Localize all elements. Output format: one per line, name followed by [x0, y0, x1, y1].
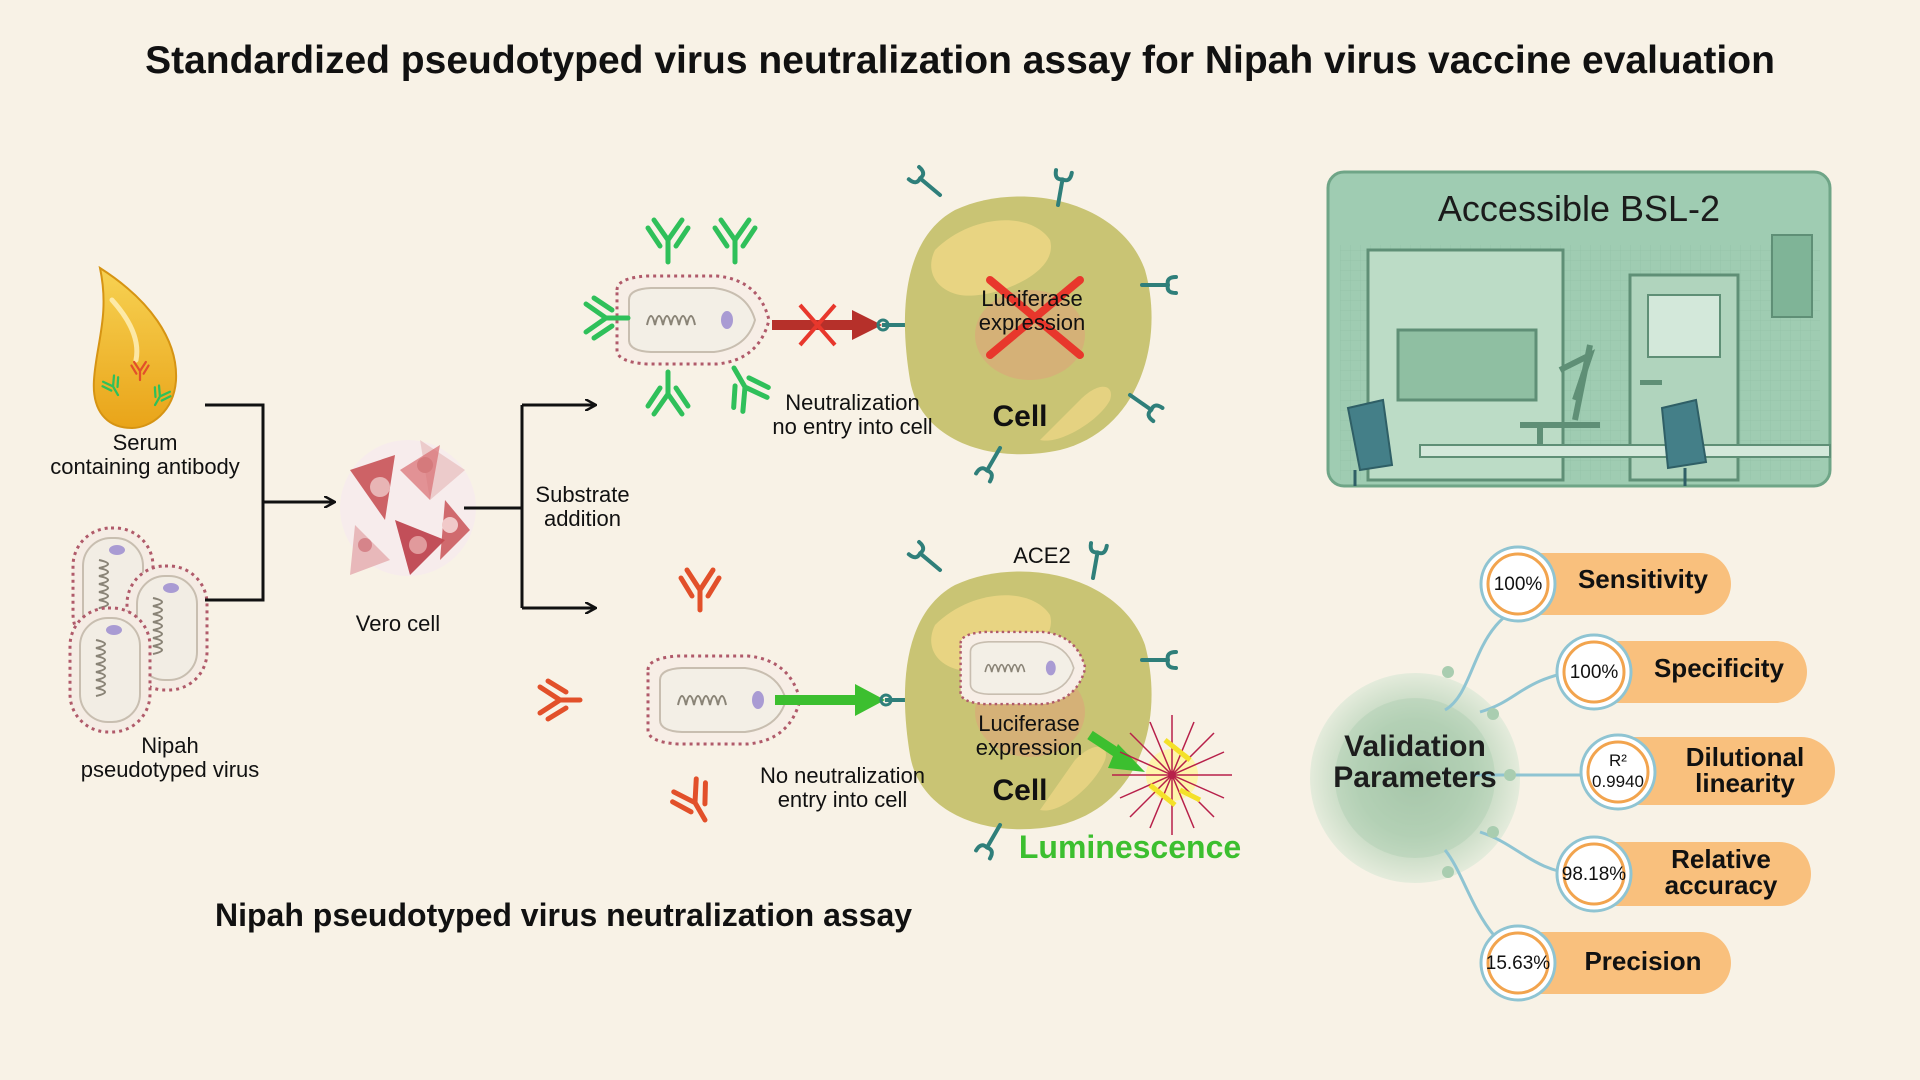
bottom-cell-body: [904, 540, 1178, 861]
top-cell-label: Cell: [992, 400, 1048, 433]
bottom-cell-label: Cell: [992, 774, 1048, 807]
vero-cell-cluster-icon: [340, 440, 476, 576]
relative-accuracy-label: Relative accuracy: [1664, 844, 1778, 900]
precision-value: 15.63%: [1485, 953, 1551, 974]
precision-label: Precision: [1584, 946, 1702, 976]
pseudovirus-label: Nipah pseudotyped virus: [80, 733, 260, 782]
neutralized-virus-icon: [586, 220, 772, 414]
top-cell-body: [904, 165, 1178, 484]
specificity-value: 100%: [1569, 662, 1619, 683]
linearity-value: 0.9940: [1592, 772, 1644, 791]
specificity-label: Specificity: [1653, 653, 1785, 683]
neutralization-outcome-label: Neutralization no entry into cell: [772, 390, 933, 439]
bottom-luciferase-label: Luciferase expression: [975, 711, 1083, 760]
relative-accuracy-value: 98.18%: [1561, 864, 1627, 885]
page-title: Standardized pseudotyped virus neutraliz…: [145, 39, 1775, 82]
vero-cell-label: Vero cell: [355, 611, 441, 636]
input-merge-arrows: [205, 403, 334, 602]
bsl2-lab-illustration: [1326, 170, 1832, 488]
sensitivity-value: 100%: [1493, 574, 1543, 595]
nipah-pseudovirus-icon: [68, 526, 209, 734]
substrate-addition-label: Substrate addition: [535, 482, 630, 531]
no-neutralization-outcome-label: No neutralization entry into cell: [759, 763, 926, 812]
assay-section-title: Nipah pseudotyped virus neutralization a…: [215, 897, 913, 933]
linearity-r2-symbol: R²: [1609, 751, 1627, 770]
sensitivity-label: Sensitivity: [1577, 564, 1709, 594]
validation-parameters-wheel: [1310, 598, 1600, 967]
bsl2-title: Accessible BSL-2: [1437, 188, 1721, 229]
ace2-receptor-label: ACE2: [1013, 543, 1071, 568]
validation-parameters-title: Validation Parameters: [1333, 730, 1497, 794]
serum-droplet-icon: [92, 265, 178, 430]
luminescence-burst-icon: [1112, 715, 1232, 835]
split-arrows: [464, 405, 595, 608]
luminescence-label: Luminescence: [1018, 829, 1242, 865]
dilutional-linearity-label: Dilutional linearity: [1685, 742, 1805, 798]
serum-label: Serum containing antibody: [50, 430, 240, 479]
top-luciferase-label: Luciferase expression: [978, 286, 1086, 335]
parameter-pills: [1479, 545, 1835, 1002]
blocked-entry-arrow: [772, 303, 912, 347]
